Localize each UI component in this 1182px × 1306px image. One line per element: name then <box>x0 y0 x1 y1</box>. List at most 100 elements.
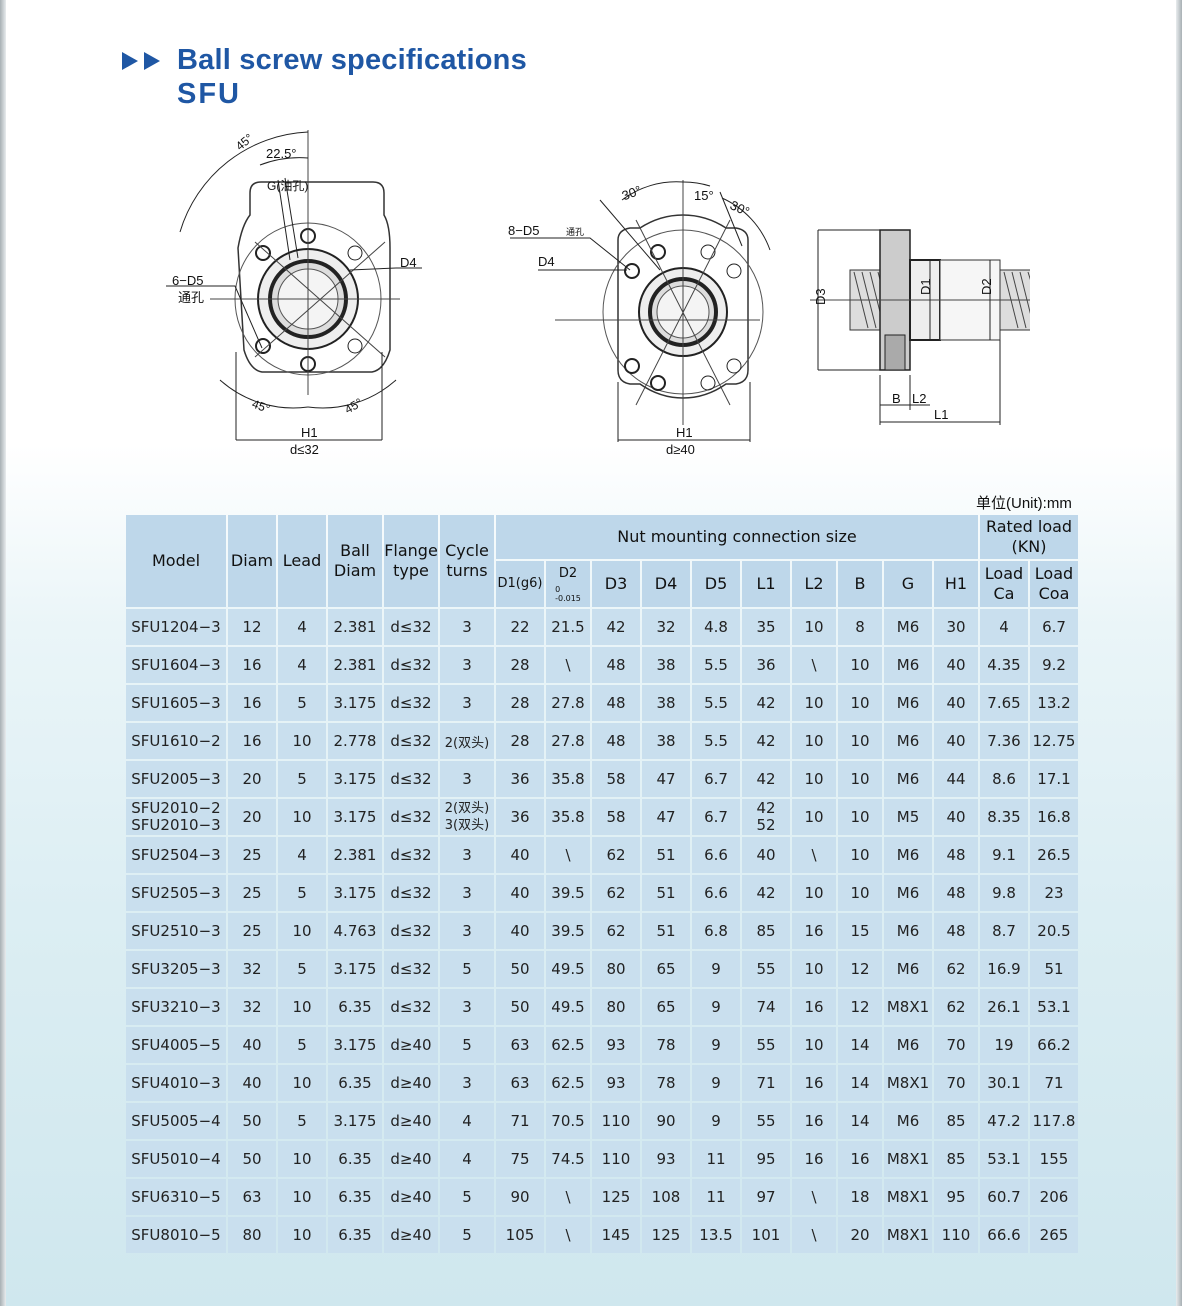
l1-label: L1 <box>934 407 948 422</box>
table-cell: 6.35 <box>328 989 382 1025</box>
table-cell: d≤32 <box>384 951 438 987</box>
table-cell: 50 <box>228 1103 276 1139</box>
table-cell: \ <box>546 1217 590 1253</box>
table-cell: 70 <box>934 1027 978 1063</box>
table-cell: M8X1 <box>884 1065 932 1101</box>
double-arrow-icon <box>122 52 160 70</box>
table-cell: 6.6 <box>692 875 740 911</box>
table-cell: 65 <box>642 951 690 987</box>
table-cell: d≤32 <box>384 875 438 911</box>
table-cell: 85 <box>934 1103 978 1139</box>
table-cell: d≤32 <box>384 989 438 1025</box>
table-cell: M6 <box>884 609 932 645</box>
d1-label: D1 <box>918 278 933 295</box>
table-cell: 16 <box>228 647 276 683</box>
table-cell: 55 <box>742 1103 790 1139</box>
table-cell: 10 <box>838 723 882 759</box>
table-cell: 55 <box>742 951 790 987</box>
table-cell: 35 <box>742 609 790 645</box>
table-cell: 80 <box>592 989 640 1025</box>
table-cell: 3 <box>440 989 494 1025</box>
table-cell: 85 <box>934 1141 978 1177</box>
table-cell: M6 <box>884 761 932 797</box>
table-cell: 42 <box>742 685 790 721</box>
table-cell: 62.5 <box>546 1065 590 1101</box>
table-cell: 93 <box>642 1141 690 1177</box>
header-l2: L2 <box>792 561 836 607</box>
table-cell: 32 <box>228 951 276 987</box>
table-cell: 7.65 <box>980 685 1028 721</box>
table-cell: 125 <box>592 1179 640 1215</box>
table-cell: 101 <box>742 1217 790 1253</box>
table-cell: 40 <box>934 799 978 835</box>
table-cell: 3 <box>440 685 494 721</box>
table-cell: 4 <box>440 1103 494 1139</box>
table-cell: SFU4005−5 <box>126 1027 226 1063</box>
size-condition: d≥40 <box>666 442 695 457</box>
size-condition: d≤32 <box>290 442 319 457</box>
table-cell: SFU3205−3 <box>126 951 226 987</box>
table-cell: 16 <box>228 685 276 721</box>
table-cell: 10 <box>792 609 836 645</box>
table-cell: d≥40 <box>384 1103 438 1139</box>
table-cell: SFU1610−2 <box>126 723 226 759</box>
table-cell: 10 <box>278 1065 326 1101</box>
angle-label: 45° <box>250 397 272 416</box>
table-cell: 3 <box>440 875 494 911</box>
table-cell: 62 <box>592 837 640 873</box>
table-cell: 58 <box>592 761 640 797</box>
table-cell: 16.9 <box>980 951 1028 987</box>
d4-label: D4 <box>400 255 417 270</box>
table-cell: 40 <box>934 647 978 683</box>
table-cell: d≥40 <box>384 1141 438 1177</box>
table-cell: \ <box>546 837 590 873</box>
table-cell: 8.6 <box>980 761 1028 797</box>
table-cell: 40 <box>742 837 790 873</box>
table-cell: 40 <box>496 875 544 911</box>
header-d2-label: D2 <box>558 566 578 581</box>
table-cell: 5 <box>440 951 494 987</box>
table-cell: 71 <box>496 1103 544 1139</box>
table-cell: SFU2504−3 <box>126 837 226 873</box>
table-cell: SFU1204−3 <box>126 609 226 645</box>
table-cell: 18 <box>838 1179 882 1215</box>
table-cell: M8X1 <box>884 989 932 1025</box>
table-cell: 11 <box>692 1179 740 1215</box>
table-cell: d≤32 <box>384 761 438 797</box>
table-cell: \ <box>546 647 590 683</box>
table-cell: 16.8 <box>1030 799 1078 835</box>
table-cell: 3 <box>440 647 494 683</box>
table-cell: 8.35 <box>980 799 1028 835</box>
holes-label: 6−D5 <box>172 273 203 288</box>
table-cell: M6 <box>884 723 932 759</box>
table-cell: 3.175 <box>328 799 382 835</box>
table-cell: d≥40 <box>384 1065 438 1101</box>
l2-label: L2 <box>912 391 926 406</box>
unit-label: 单位(Unit):mm <box>976 495 1072 512</box>
table-cell: 62 <box>592 913 640 949</box>
table-cell: 16 <box>792 1103 836 1139</box>
table-cell: 10 <box>838 837 882 873</box>
table-cell: 71 <box>742 1065 790 1101</box>
header-d2-tol-lower: -0.015 <box>555 593 581 603</box>
table-cell: 38 <box>642 723 690 759</box>
table-cell: 15 <box>838 913 882 949</box>
table-cell: 53.1 <box>980 1141 1028 1177</box>
table-cell: 30.1 <box>980 1065 1028 1101</box>
table-cell: 20 <box>838 1217 882 1253</box>
table-cell: 125 <box>642 1217 690 1253</box>
header-d4: D4 <box>642 561 690 607</box>
table-cell: \ <box>792 1179 836 1215</box>
table-cell: 66.6 <box>980 1217 1028 1253</box>
header-model: Model <box>126 515 226 607</box>
holes-label: 8−D5 <box>508 223 539 238</box>
table-cell: M6 <box>884 685 932 721</box>
flange-drawing-large <box>510 180 771 442</box>
table-cell: 78 <box>642 1027 690 1063</box>
table-cell: 48 <box>592 723 640 759</box>
table-cell: 9 <box>692 1103 740 1139</box>
table-cell: 3.175 <box>328 1027 382 1063</box>
